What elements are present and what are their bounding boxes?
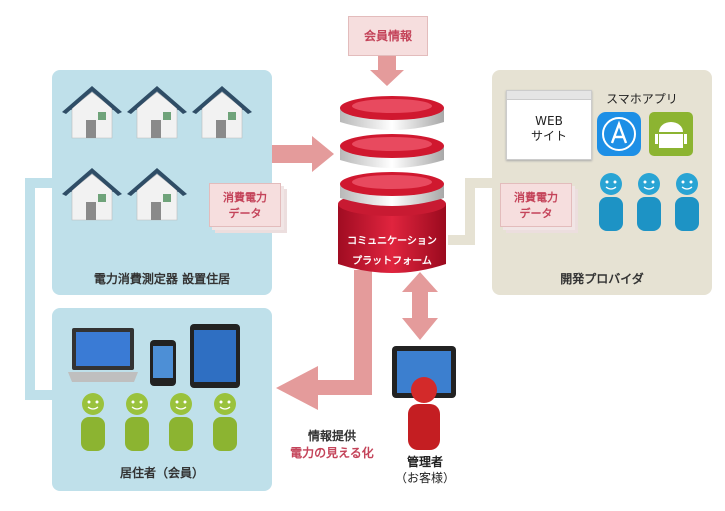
app-store-icon bbox=[597, 112, 641, 156]
admin-person-icon bbox=[408, 377, 440, 450]
residence-to-platform-arrow bbox=[272, 136, 334, 172]
app-label: スマホアプリ bbox=[606, 92, 678, 106]
app-icons bbox=[597, 112, 693, 156]
admin-label-line1: 管理者 bbox=[406, 455, 443, 469]
power-data-note-right: 消費電力 データ bbox=[500, 183, 572, 227]
note-right-line2: データ bbox=[519, 207, 553, 220]
info-provision-arrow bbox=[276, 270, 372, 410]
info-provision-label: 情報提供 電力の見える化 bbox=[282, 428, 382, 462]
platform-label-line2: プラットフォーム bbox=[352, 256, 432, 267]
info-provision-line1: 情報提供 bbox=[307, 429, 356, 443]
power-data-note-left: 消費電力 データ bbox=[209, 183, 281, 227]
right-link-line bbox=[448, 178, 495, 245]
laptop-icon bbox=[68, 328, 138, 382]
web-window-bar bbox=[507, 91, 591, 100]
devices-group bbox=[68, 324, 240, 388]
platform-label-line1: コミュニケーション bbox=[347, 236, 437, 247]
member-info-box: 会員情報 bbox=[348, 16, 428, 56]
member-info-arrow bbox=[370, 55, 404, 86]
note-left-line1: 消費電力 bbox=[223, 191, 267, 204]
web-line1: WEB bbox=[535, 114, 563, 128]
residence-label: 電力消費測定器 設置住居 bbox=[93, 272, 231, 286]
note-left-line2: データ bbox=[228, 207, 262, 220]
platform-label: コミュニケーション プラットフォーム bbox=[334, 232, 450, 272]
admin-platform-arrow bbox=[402, 272, 438, 340]
note-right-line1: 消費電力 bbox=[514, 191, 558, 204]
platform-database-icon bbox=[338, 96, 446, 273]
provider-label: 開発プロバイダ bbox=[560, 272, 644, 286]
web-line2: サイト bbox=[530, 129, 567, 143]
admin-label-line2: （お客様） bbox=[394, 471, 455, 485]
admin-label: 管理者 （お客様） bbox=[380, 454, 470, 486]
web-window: WEB サイト bbox=[506, 90, 592, 160]
resident-label: 居住者（会員） bbox=[119, 466, 204, 480]
smartphone-icon bbox=[150, 340, 176, 386]
info-provision-line2: 電力の見える化 bbox=[290, 446, 374, 460]
admin-tablet-icon bbox=[392, 346, 456, 398]
android-icon bbox=[649, 112, 693, 156]
tablet-icon bbox=[190, 324, 240, 388]
left-link-line bbox=[25, 178, 52, 400]
admin-group bbox=[392, 346, 456, 450]
